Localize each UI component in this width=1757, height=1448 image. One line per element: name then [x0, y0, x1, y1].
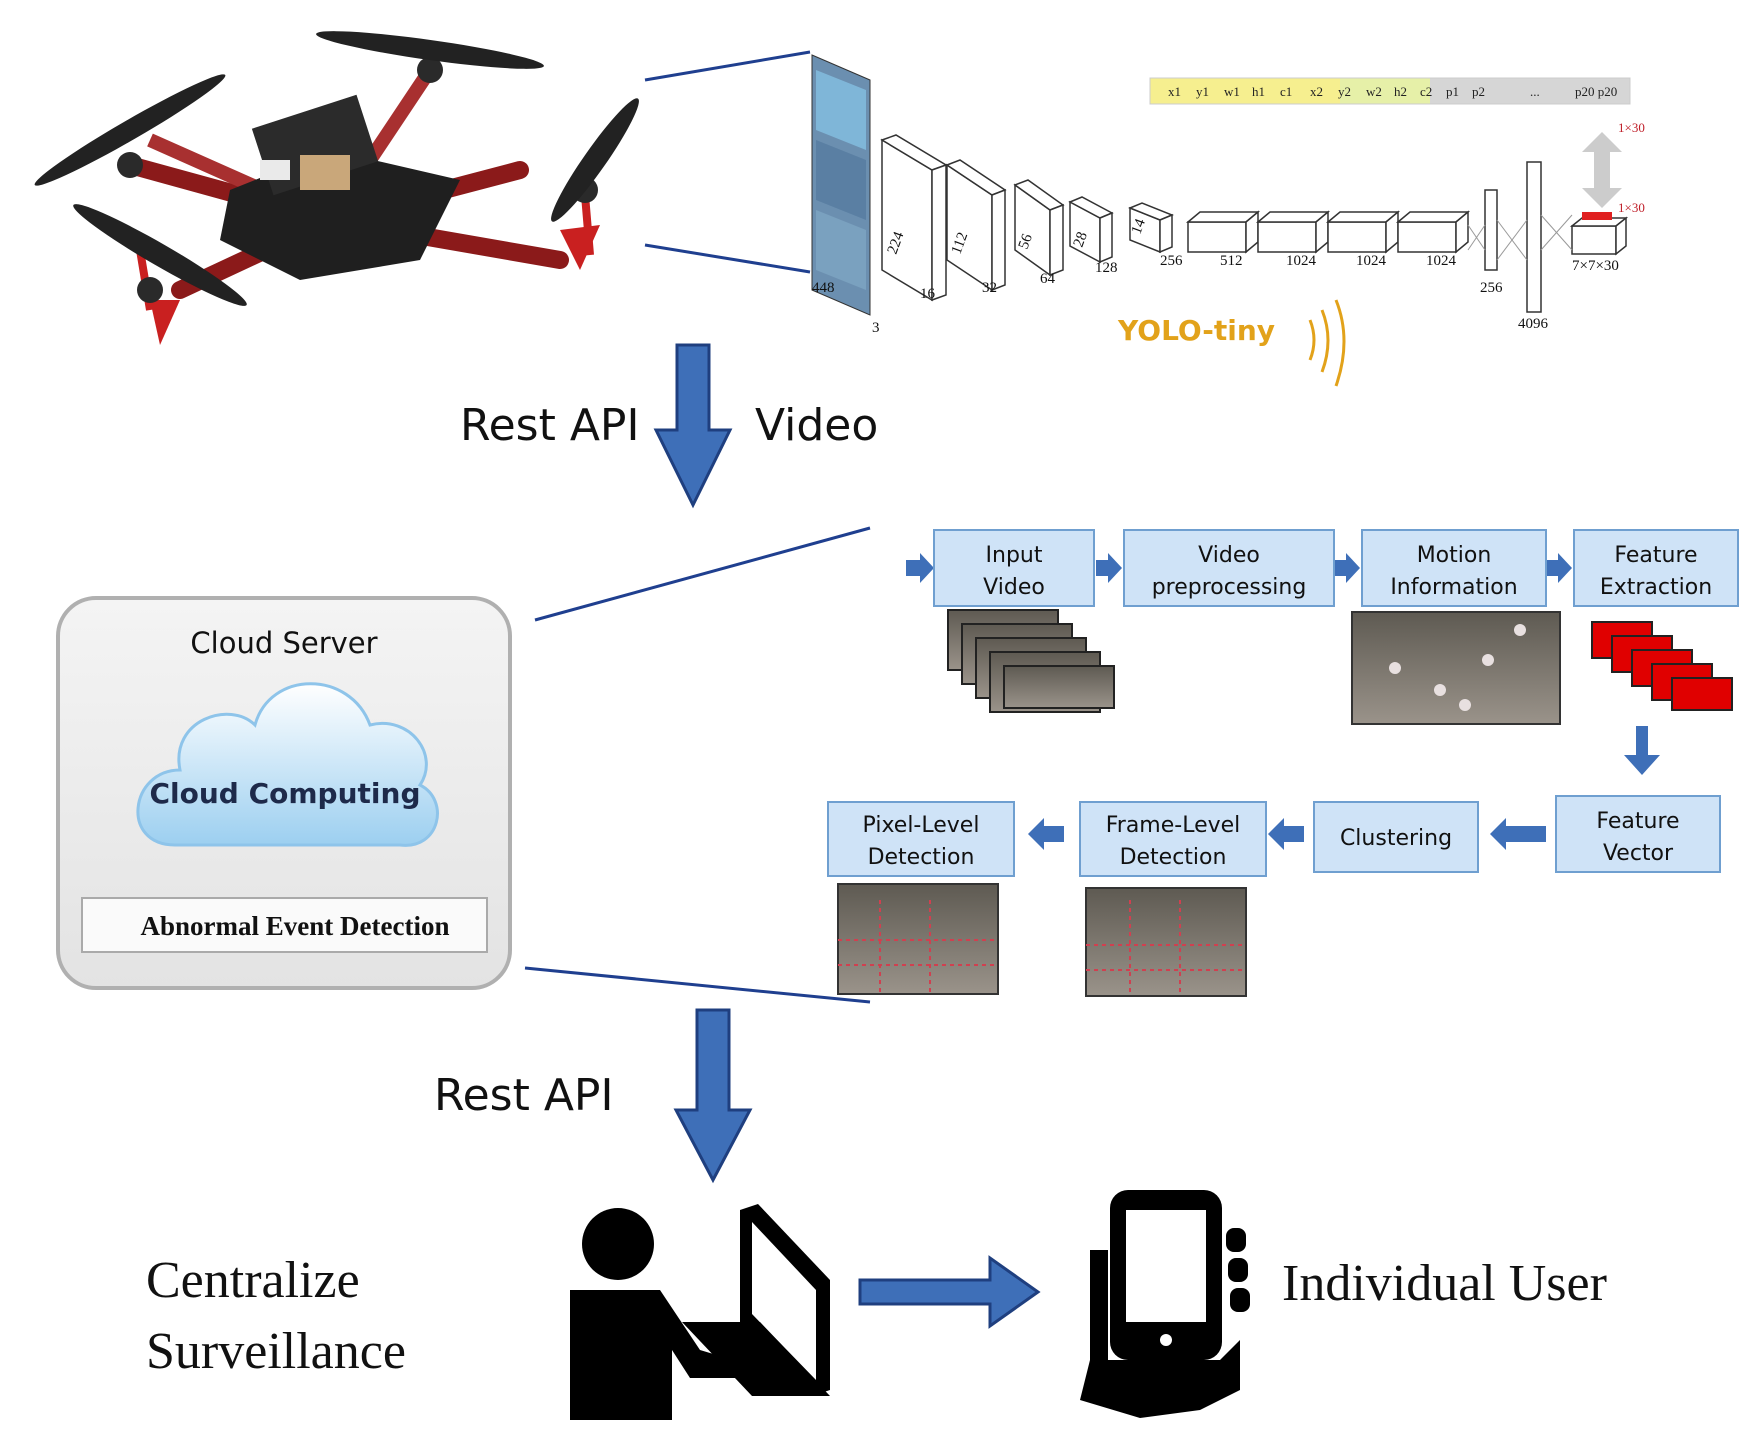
- surveillance-label: Surveillance: [146, 1323, 406, 1380]
- centralize-label: Centralize: [146, 1252, 360, 1309]
- cloud-server-title: Cloud Server: [190, 626, 377, 660]
- step-label: Detection: [868, 845, 975, 870]
- step-feature-extraction: [1573, 529, 1739, 607]
- yolo-cnn-architecture: 448 3: [811, 54, 1645, 387]
- step-label: Information: [1390, 575, 1517, 600]
- connector-line: [534, 526, 871, 622]
- output-vector-bar: [1149, 77, 1631, 105]
- vector-cell: p2: [1472, 84, 1485, 99]
- input-dim-label: 448: [812, 280, 835, 296]
- feature-maps-thumbnail: [1591, 621, 1733, 711]
- step-label: Pixel-Level: [863, 813, 980, 838]
- flow-arrow-icon: [1268, 818, 1304, 850]
- layer-label: 28: [1071, 230, 1091, 250]
- quadcopter-drone-image: [34, 31, 639, 345]
- flow-arrow-icon: [1490, 818, 1546, 850]
- cloud-computing-label: Cloud Computing: [149, 777, 420, 810]
- layer-label: 4096: [1518, 316, 1549, 332]
- yolo-tiny-label: YOLO-tiny: [1117, 314, 1275, 347]
- down-arrow-alerts: [673, 1008, 753, 1184]
- layer-label: 64: [1040, 271, 1056, 287]
- vector-cell: c1: [1280, 84, 1292, 99]
- input-frames-thumbnail: [947, 609, 1115, 713]
- flow-arrow-icon: [1624, 726, 1660, 775]
- step-label: preprocessing: [1152, 575, 1307, 600]
- signal-waves-icon: [1308, 299, 1346, 387]
- step-label: Motion: [1417, 543, 1492, 568]
- individual-user-label: Individual User: [1282, 1255, 1607, 1312]
- layer-label: 1024: [1286, 253, 1317, 269]
- step-label: Feature: [1596, 809, 1679, 834]
- person-at-computer-icon: [570, 1204, 830, 1420]
- flow-arrow-icon: [1334, 553, 1360, 583]
- layer-label: 32: [982, 280, 997, 296]
- cloud-server-box: Cloud Server Cloud Computing Abnormal Ev…: [56, 596, 512, 990]
- step-clustering: [1313, 801, 1479, 873]
- step-label: Detection: [1120, 845, 1227, 870]
- step-pixel-level-detection: [827, 801, 1015, 877]
- vector-cell: p1: [1446, 84, 1459, 99]
- step-label: Clustering: [1340, 826, 1452, 851]
- output-size-label: 1×30: [1618, 200, 1645, 215]
- rest-api-label: Rest API: [460, 400, 639, 451]
- detection-pipeline: Input Video Video preprocessing Motion I…: [827, 529, 1739, 997]
- layer-label: 56: [1016, 231, 1036, 251]
- step-label: Frame-Level: [1106, 813, 1241, 838]
- layer-label: 224: [885, 229, 908, 256]
- flow-arrow-icon: [1028, 818, 1064, 850]
- layer-label: 16: [920, 286, 936, 302]
- motion-thumbnail: [1351, 611, 1561, 725]
- right-arrow: [858, 1255, 1041, 1329]
- vector-cell: y1: [1196, 84, 1209, 99]
- pixel-detection-thumbnail: [837, 883, 999, 995]
- input-depth-label: 3: [872, 320, 880, 336]
- layer-label: 256: [1160, 253, 1183, 269]
- video-label: Video: [755, 400, 878, 451]
- layer-label: 1024: [1356, 253, 1387, 269]
- step-label: Video: [983, 575, 1045, 600]
- vector-cell: h1: [1252, 84, 1265, 99]
- layer-label: 512: [1220, 253, 1243, 269]
- layer-label: 1024: [1426, 253, 1457, 269]
- vector-cell: w2: [1366, 84, 1382, 99]
- vector-cell: y2: [1338, 84, 1351, 99]
- layer-label: 256: [1480, 280, 1503, 296]
- abnormal-event-detection-label: Abnormal Event Detection: [141, 911, 450, 941]
- step-label: Feature: [1614, 543, 1697, 568]
- vector-cell: h2: [1394, 84, 1407, 99]
- down-arrow-video: [653, 343, 733, 509]
- step-frame-level-detection: [1079, 801, 1267, 877]
- step-input-video: [933, 529, 1095, 607]
- connector-line: [524, 966, 871, 1004]
- step-label: Extraction: [1600, 575, 1712, 600]
- vector-cell: p20 p20: [1575, 84, 1617, 99]
- flow-arrow-icon: [1096, 553, 1122, 583]
- vector-cell: ...: [1530, 84, 1540, 99]
- layer-label: 112: [949, 230, 972, 256]
- step-video-preprocessing: [1123, 529, 1335, 607]
- step-label: Vector: [1603, 841, 1674, 866]
- flow-arrow-icon: [1546, 553, 1572, 583]
- rest-api-label-2: Rest API: [434, 1070, 613, 1121]
- layer-label: 7×7×30: [1572, 258, 1619, 274]
- step-label: Input: [986, 543, 1043, 568]
- step-motion-information: [1361, 529, 1547, 607]
- vector-cell: x2: [1310, 84, 1323, 99]
- layer-label: 14: [1129, 216, 1149, 236]
- flow-arrow-icon: [906, 553, 934, 583]
- reshape-arrow: [1582, 132, 1622, 208]
- vector-cell: w1: [1224, 84, 1240, 99]
- output-size-label: 1×30: [1618, 120, 1645, 135]
- hand-holding-phone-icon: [1080, 1190, 1250, 1418]
- layer-label: 128: [1095, 260, 1118, 276]
- vector-cell: x1: [1168, 84, 1181, 99]
- step-label: Video: [1198, 543, 1260, 568]
- connector-line: [644, 243, 811, 274]
- frame-detection-thumbnail: [1085, 887, 1247, 997]
- vector-cell: c2: [1420, 84, 1432, 99]
- cloud-icon: [136, 682, 439, 847]
- connector-line: [644, 50, 811, 82]
- step-feature-vector: [1555, 795, 1721, 873]
